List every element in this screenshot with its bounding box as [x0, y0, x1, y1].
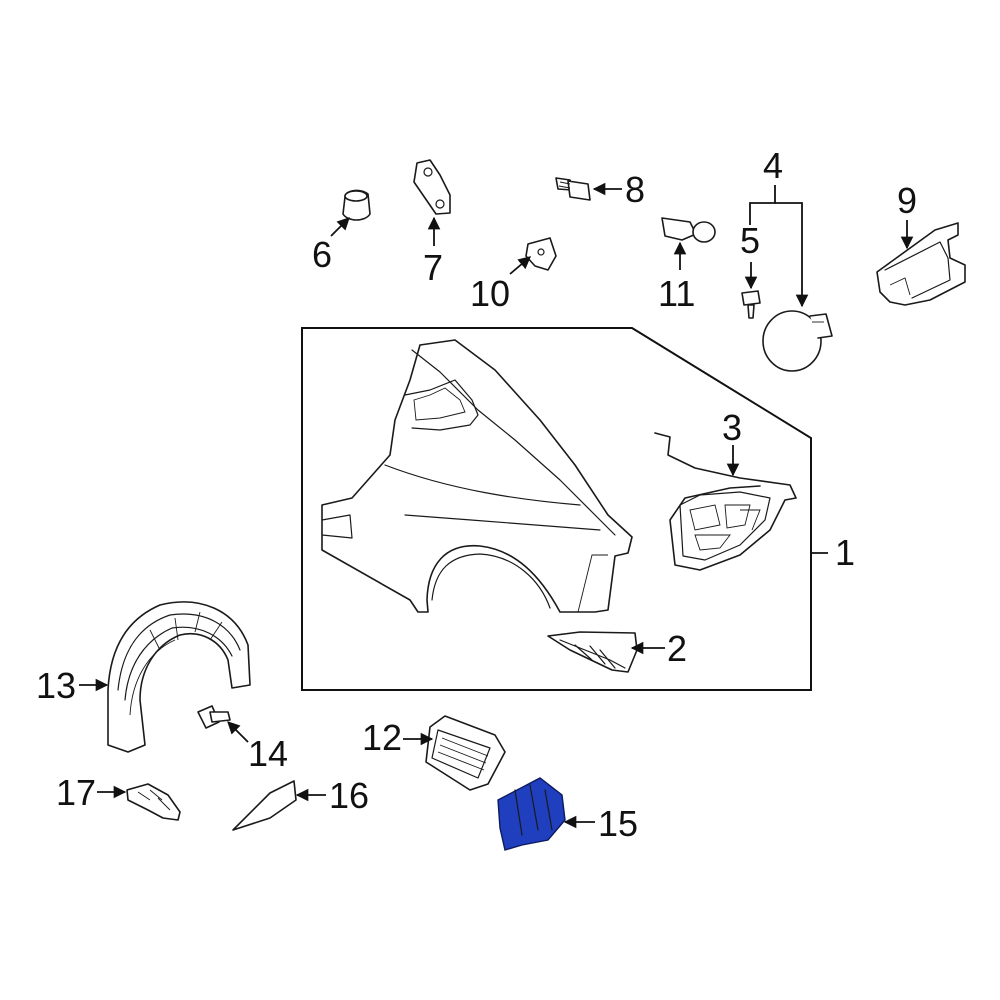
callout-17: 17: [56, 772, 96, 813]
callout-14: 14: [248, 733, 288, 774]
quarter-panel[interactable]: [321, 339, 633, 613]
leader-6: [330, 217, 350, 237]
leader-4-door: [775, 202, 809, 308]
callout-8: 8: [625, 169, 645, 210]
callout-7: 7: [423, 247, 443, 288]
callout-11: 11: [658, 273, 695, 314]
callout-3: 3: [722, 407, 742, 448]
pressure-vent[interactable]: [425, 715, 506, 791]
clip-10[interactable]: [525, 237, 557, 271]
leader-10: [509, 256, 531, 275]
side-brace[interactable]: [876, 222, 966, 306]
trim-pad[interactable]: [232, 780, 297, 831]
callout-10: 10: [470, 273, 510, 314]
callout-12: 12: [362, 717, 402, 758]
quarter-panel-bracket[interactable]: [547, 631, 638, 673]
callout-2: 2: [667, 628, 687, 669]
callout-6: 6: [312, 234, 332, 275]
bolt-8[interactable]: [555, 177, 591, 201]
callout-16: 16: [329, 775, 369, 816]
push-pin[interactable]: [197, 705, 231, 729]
highlighted-part-15[interactable]: [497, 777, 566, 851]
bumper-stop[interactable]: [342, 189, 371, 221]
wheelhouse-liner[interactable]: [107, 601, 251, 753]
part-15-shape: [497, 777, 566, 851]
callout-15: 15: [598, 803, 638, 844]
fuel-door[interactable]: [762, 310, 833, 372]
stopper-11[interactable]: [661, 217, 716, 243]
screw-5[interactable]: [741, 290, 761, 319]
callout-4: 4: [763, 145, 783, 186]
callout-1: 1: [835, 532, 855, 573]
clip-bracket-17[interactable]: [126, 783, 181, 821]
assembly-outline: [301, 327, 812, 691]
fuel-filler-housing[interactable]: [654, 432, 797, 571]
hinge-bracket[interactable]: [413, 159, 451, 215]
leader-14: [227, 721, 249, 743]
callout-13: 13: [36, 665, 76, 706]
callout-5: 5: [740, 220, 760, 261]
callout-9: 9: [897, 180, 917, 221]
leader-4-bracket: [749, 185, 776, 225]
